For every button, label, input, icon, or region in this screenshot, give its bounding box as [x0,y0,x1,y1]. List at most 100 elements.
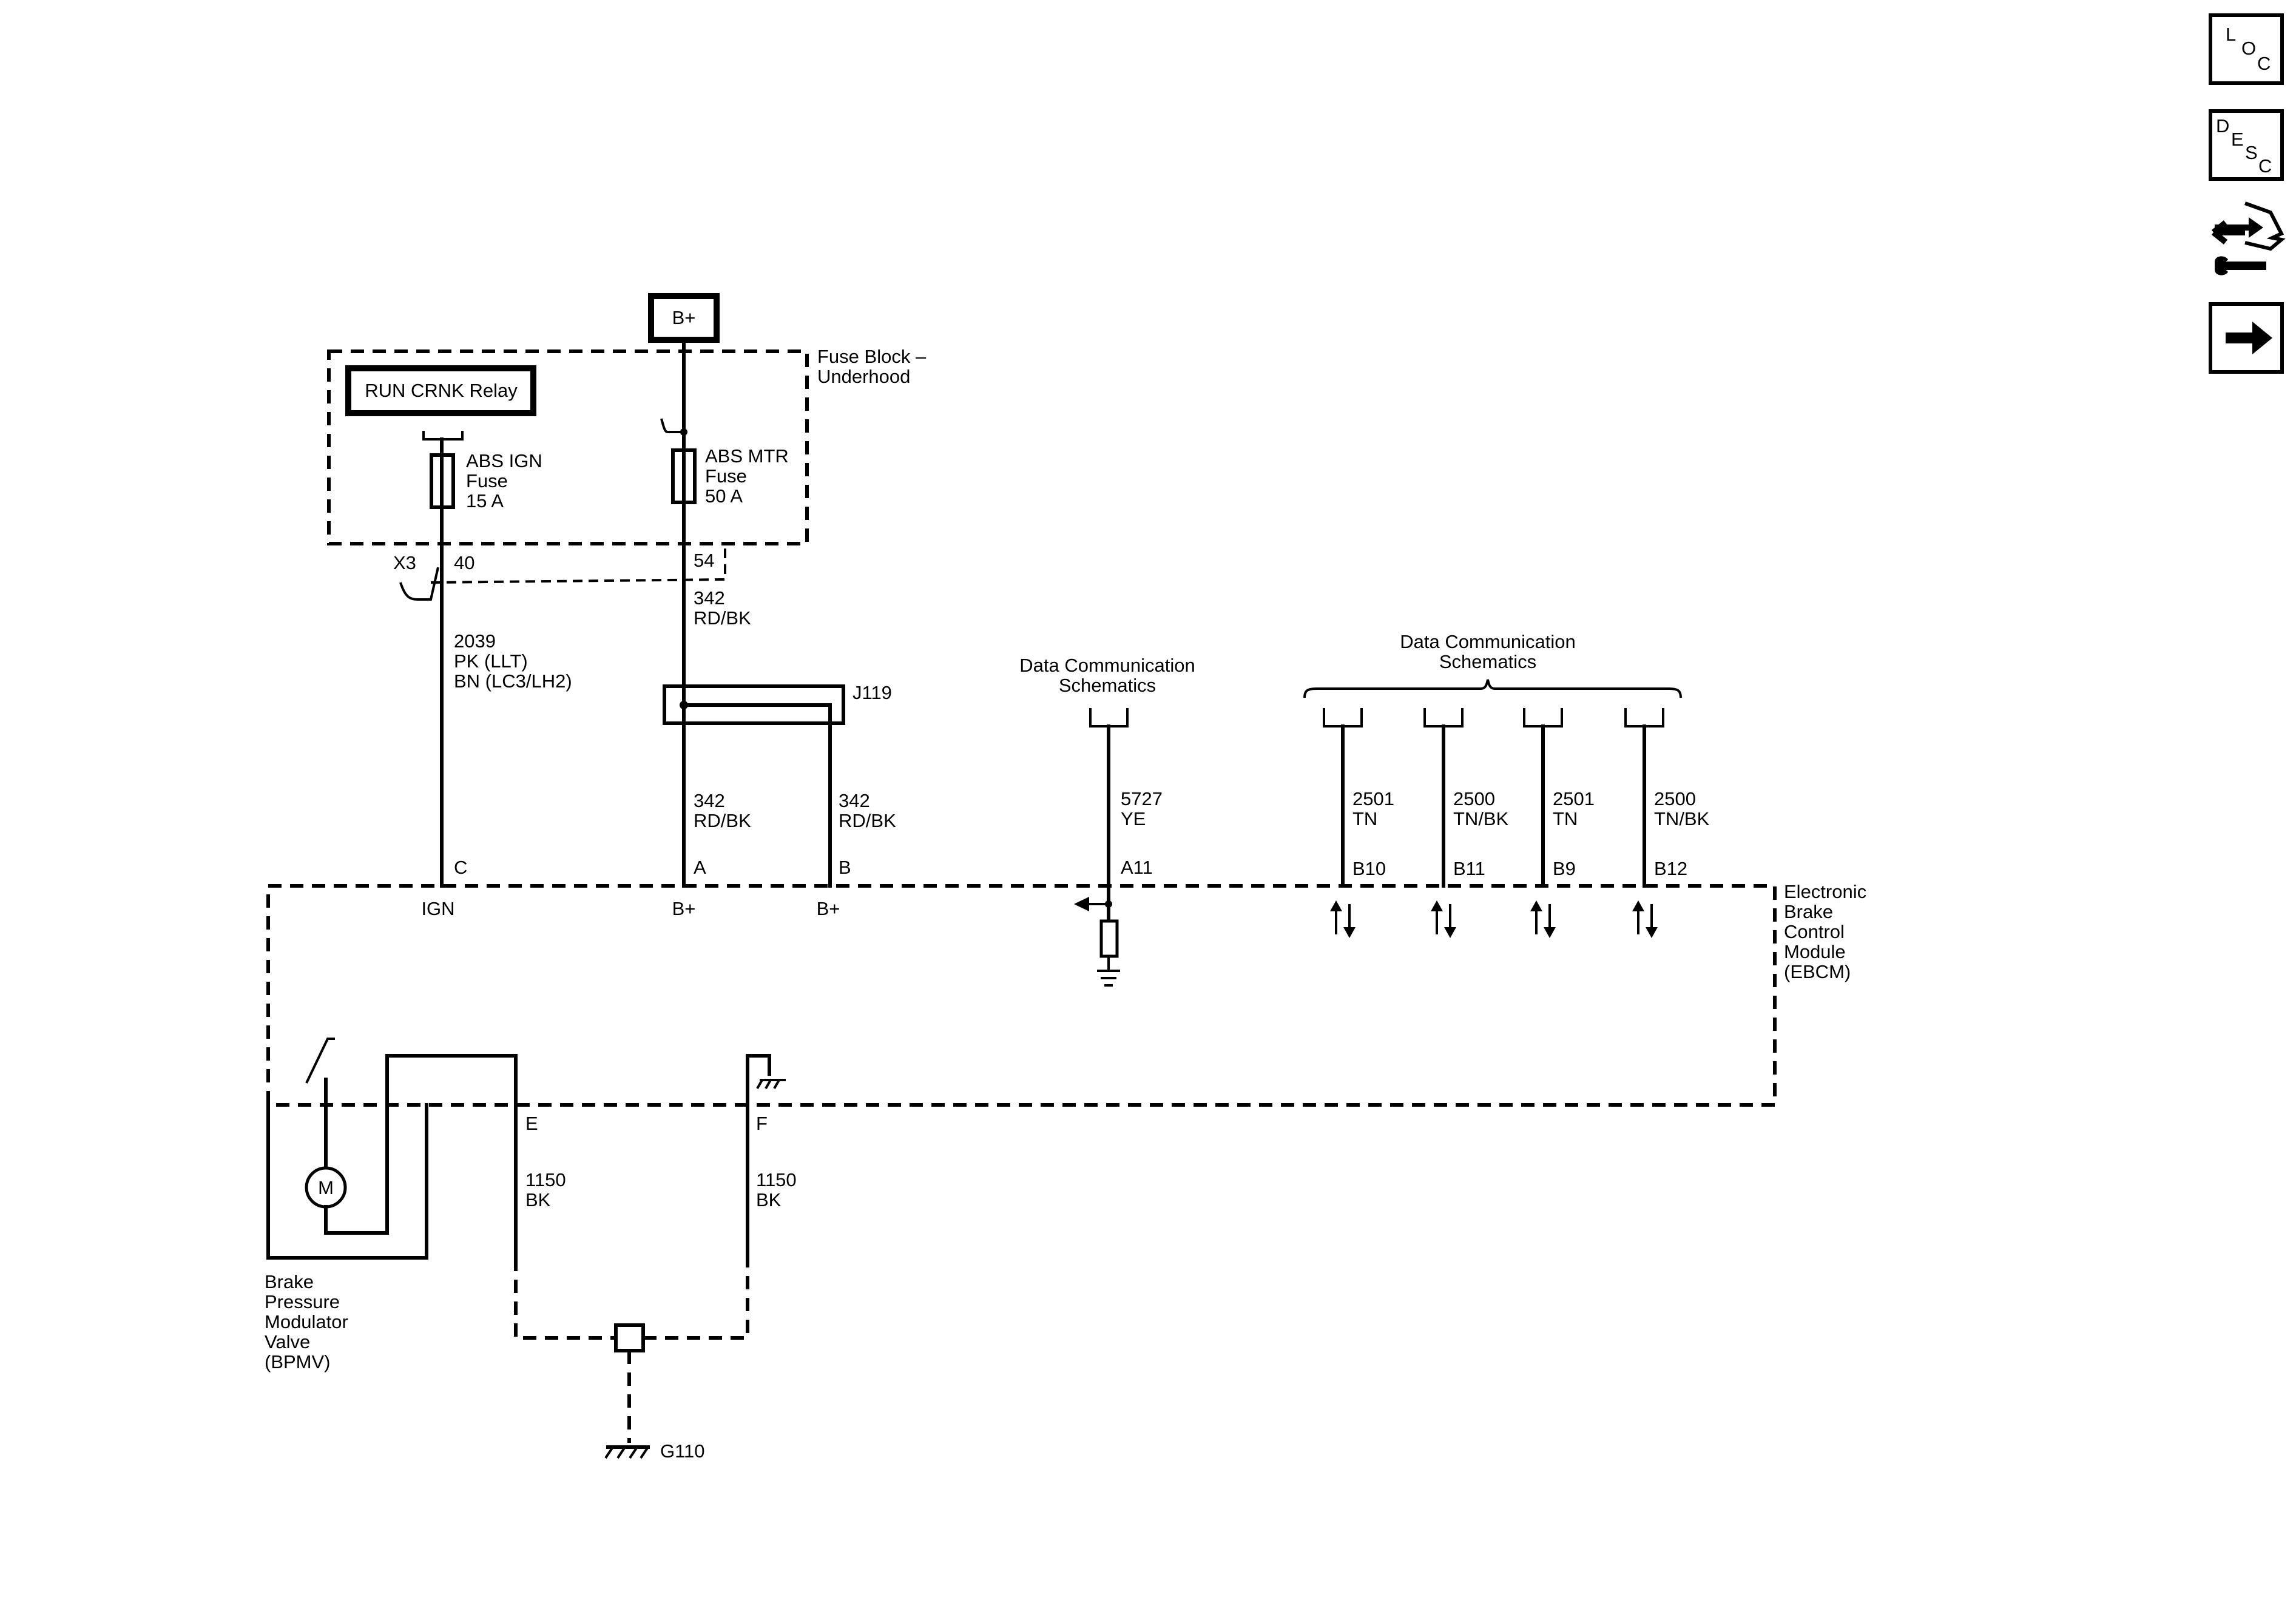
data-comm-group-label-2: Schematics [1439,651,1536,672]
x3-label: X3 [393,552,416,573]
data-comm-group-label-1: Data Communication [1400,631,1575,652]
abs-mtr-fuse-label-2: Fuse [705,465,747,487]
a11-internal-circuit [1074,897,1120,987]
wire-2501-b9-label-1: 2501 [1553,788,1595,809]
wire-1150-f-label-2: BK [756,1189,782,1210]
desc-letter-e: E [2231,129,2244,150]
abs-ign-fuse-label-1: ABS IGN [466,450,542,471]
wire-1150-f-label-1: 1150 [756,1169,797,1190]
wire-2500-b11-label-2: TN/BK [1453,808,1509,829]
b9-bidirectional-arrow-icon [1530,900,1556,938]
fuse-block-title-1: Fuse Block – [817,346,927,367]
b11-bidirectional-arrow-icon [1431,900,1456,938]
nav-loc-button[interactable]: L O C [2209,13,2284,85]
abs-ign-fuse-label-3: 15 A [466,490,504,511]
wire-2500-b11-label-1: 2500 [1453,788,1495,809]
data-comm-b10-connector [1323,708,1363,888]
pin-f-label: F [756,1113,768,1134]
b10-bidirectional-arrow-icon [1330,900,1356,938]
data-comm-b12-connector [1624,708,1664,888]
splice-j119 [663,684,845,888]
bpmv-name-1: Brake [265,1271,314,1292]
bpmv-name-3: Modulator [265,1311,348,1332]
next-arrow-button[interactable] [2209,302,2284,374]
ebcm-name-1: Electronic [1784,881,1866,902]
nav-desc-button[interactable]: D E S C [2209,109,2284,181]
wire-342-a-label-1: 342 [694,790,725,811]
pin-54-label: 54 [694,550,714,571]
bpmv-name-4: Valve [265,1331,310,1352]
wire-2501-b10-label-2: TN [1352,808,1377,829]
g110-ground-icon [604,1445,650,1459]
ground-wire-dashed [514,1258,749,1340]
data-comm-b11-connector [1423,708,1464,888]
bplus-input-b-label: B+ [817,898,840,919]
pin-c-label: C [454,857,467,878]
wire-1150-e-label-2: BK [525,1189,551,1210]
pin-e-label: E [525,1113,538,1134]
bplus-input-a-label: B+ [672,898,696,919]
data-comm-single-label-2: Schematics [1059,675,1156,696]
ebcm-outline [266,884,1777,1107]
x3-connector-dash [430,544,726,584]
pin-a-label: A [694,857,706,878]
pin-b10-label: B10 [1352,858,1386,879]
wire-2039-label-1: 2039 [454,630,496,652]
right-arrow-icon [2226,322,2272,354]
loc-letter-c: C [2257,53,2271,74]
fuse-block-outline [327,349,809,545]
battery-plus-box: B+ [648,293,720,343]
ign-input-label: IGN [421,898,454,919]
wire-342-b-label-2: RD/BK [839,810,896,831]
j119-label: J119 [853,682,892,703]
x3-connector-symbol [399,567,439,601]
bpmv-name-5: (BPMV) [265,1351,331,1372]
loc-letter-l: L [2226,24,2236,45]
wire-2501-b10-label-1: 2501 [1352,788,1394,809]
connector-wrench-icon[interactable] [2211,201,2286,275]
pin-a11-label: A11 [1121,857,1153,878]
wire-2501-b9-label-2: TN [1553,808,1578,829]
wire-5727-label-2: YE [1121,808,1146,829]
desc-letter-s: S [2245,142,2258,163]
desc-letter-c: C [2258,155,2272,177]
wire-342-top-label-1: 342 [694,587,725,609]
wire-342-b-label-1: 342 [839,790,870,811]
pin-b11-label: B11 [1453,858,1485,879]
wire-5727-label-1: 5727 [1121,788,1163,809]
wire-342-a-label-2: RD/BK [694,810,751,831]
wire-2500-b12-label-2: TN/BK [1654,808,1710,829]
fuse-block-title-2: Underhood [817,366,910,387]
loc-letter-o: O [2241,38,2256,59]
b12-bidirectional-arrow-icon [1632,900,1658,938]
wire-2039-label-2: PK (LLT) [454,650,528,672]
f-internal-ground-icon [746,1054,786,1260]
abs-ign-fuse-label-2: Fuse [466,470,508,491]
pin-b12-label: B12 [1654,858,1687,879]
pin-b9-label: B9 [1553,858,1576,879]
data-comm-single-connector [1089,708,1129,924]
ebcm-name-5: (EBCM) [1784,961,1851,982]
data-comm-b9-connector [1523,708,1563,888]
g110-label: G110 [660,1440,705,1462]
ebcm-name-4: Module [1784,941,1846,962]
pin-b-label: B [839,857,851,878]
abs-ign-fuse [422,431,464,509]
run-crnk-relay: RUN CRNK Relay [345,365,536,416]
wire-1150-e-label-1: 1150 [525,1169,566,1190]
abs-mtr-fuse-label-1: ABS MTR [705,445,789,467]
relay-label: RUN CRNK Relay [365,380,518,401]
data-comm-single-label-1: Data Communication [1019,655,1195,676]
bpmv-name-2: Pressure [265,1291,340,1312]
wire-342-top-label-2: RD/BK [694,607,751,629]
desc-letter-d: D [2216,115,2229,137]
wire-2039-label-3: BN (LC3/LH2) [454,670,572,692]
wire-2500-b12-label-1: 2500 [1654,788,1696,809]
pin-40-label: 40 [454,552,474,573]
ebcm-name-3: Control [1784,921,1845,942]
abs-mtr-fuse-label-3: 50 A [705,485,743,507]
abs-mtr-fuse [660,338,697,504]
bplus-label: B+ [672,307,696,328]
ground-splice-box [614,1323,645,1352]
